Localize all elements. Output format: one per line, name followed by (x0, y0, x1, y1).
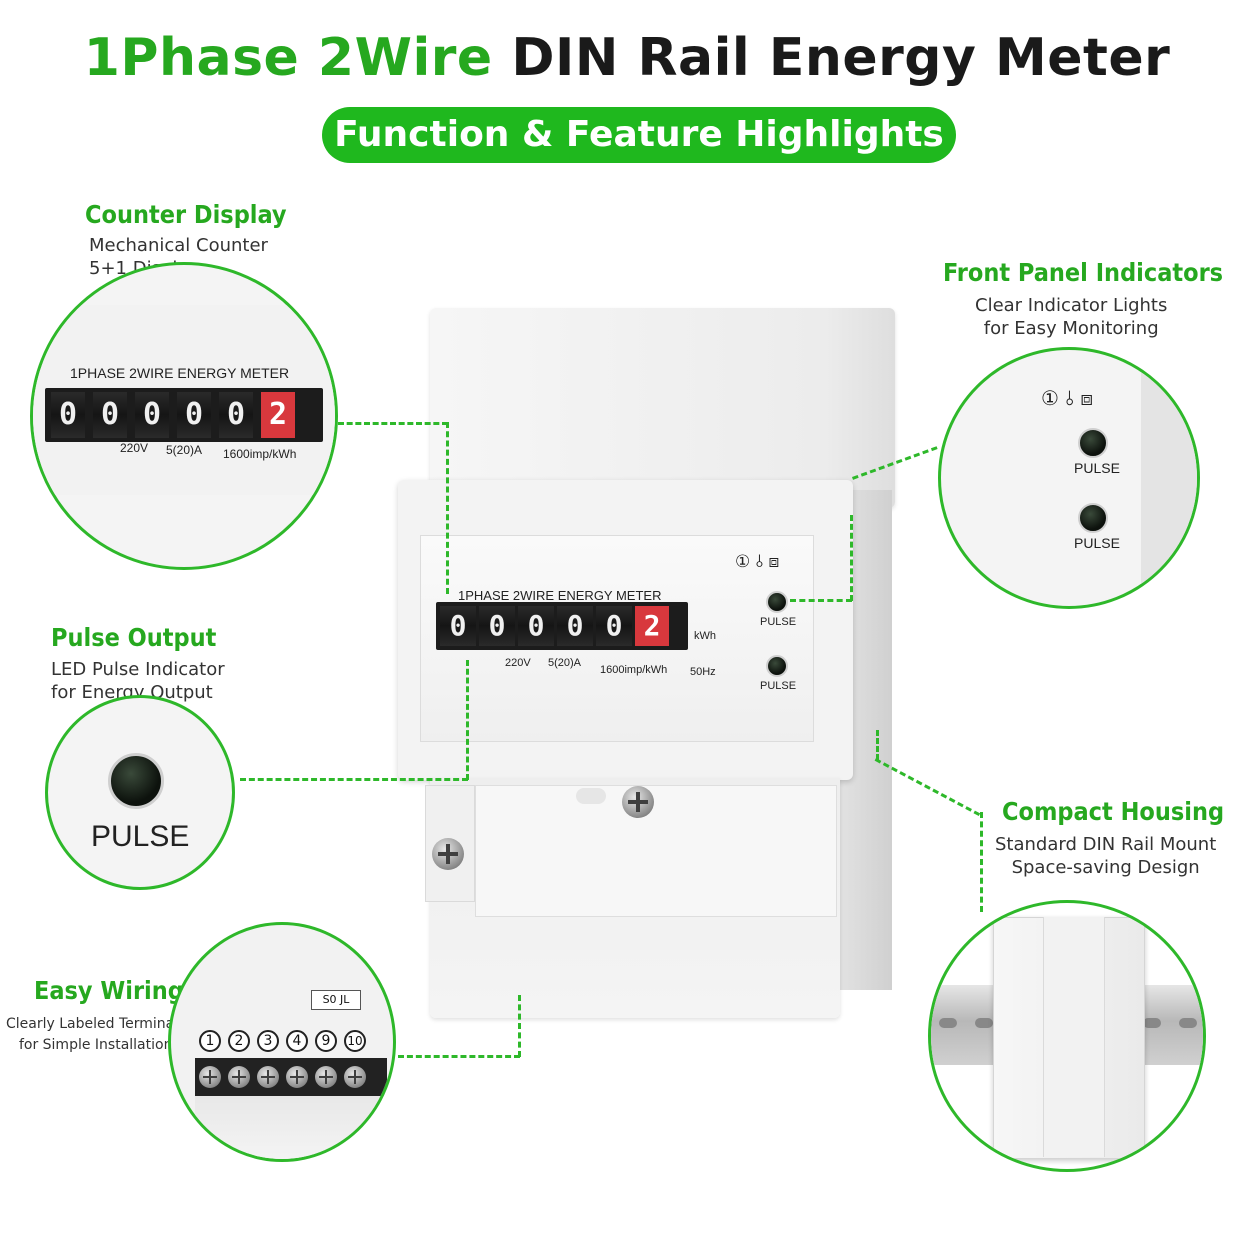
counter-feature-title: Counter Display (85, 200, 287, 229)
counter-digit: 0 (440, 606, 476, 646)
connector-counter (338, 422, 448, 425)
subtitle-pill: Function & Feature Highlights (322, 107, 956, 163)
constant-label: 1600imp/kWh (600, 664, 668, 676)
zoom-counter-decimal-digit: 2 (261, 392, 295, 438)
zoom-pulse-label: PULSE (91, 820, 190, 853)
pulse-led-1-label: PULSE (760, 616, 797, 628)
zoom-pulse-led-2 (1078, 503, 1108, 533)
page-title: 1Phase 2Wire DIN Rail Energy Meter (0, 28, 1254, 88)
housing-zoom-circle (928, 900, 1206, 1172)
pulse-feature-title: Pulse Output (51, 623, 217, 652)
connector-counter (446, 422, 449, 594)
counter-digit: 0 (596, 606, 632, 646)
terminal-label: 10 (344, 1030, 366, 1052)
frequency-label: 50Hz (690, 666, 716, 678)
connector-front-panel (790, 599, 852, 602)
connector-wiring (518, 995, 521, 1057)
model-tag: S0 JL (311, 990, 361, 1010)
din-rail-slot (975, 1018, 993, 1028)
connector-front-panel (850, 515, 853, 601)
zoom-counter: 0 0 0 0 0 2 (45, 388, 323, 442)
zoom-voltage-label: 220V (120, 441, 149, 455)
pulse-zoom-circle: PULSE (45, 695, 235, 890)
title-black-part: DIN Rail Energy Meter (511, 28, 1171, 88)
mechanical-counter: 0 0 0 0 0 2 (436, 602, 688, 650)
connector-wiring (398, 1055, 520, 1058)
din-rail-slot (939, 1018, 957, 1028)
wiring-feature-title: Easy Wiring (34, 976, 184, 1005)
cover-slot (576, 788, 606, 804)
counter-zoom-circle: 1PHASE 2WIRE ENERGY METER 0 0 0 0 0 2 22… (30, 262, 338, 570)
counter-decimal-digit: 2 (635, 606, 669, 646)
meter-top-housing (430, 308, 895, 508)
counter-digit: 0 (518, 606, 554, 646)
title-green-part: 1Phase 2Wire (83, 28, 493, 88)
connector-housing (876, 730, 879, 760)
zoom-pulse-led-2-label: PULSE (1074, 535, 1120, 551)
din-rail-slot (1143, 1018, 1161, 1028)
terminal-cover (475, 785, 837, 917)
terminal-label: 4 (286, 1030, 308, 1052)
energy-meter-product: ① ⫰ ⧈ 1PHASE 2WIRE ENERGY METER 0 0 0 0 … (398, 300, 900, 1020)
wiring-feature-desc: Clearly Labeled Terminals for Simple Ins… (6, 1016, 186, 1053)
connector-pulse (466, 660, 469, 780)
front-panel-zoom-circle: ① ⫰ ⧈ PULSE PULSE (938, 347, 1200, 609)
terminal-label: 2 (228, 1030, 250, 1052)
meter-side-step (1043, 917, 1105, 1157)
front-panel-feature-title: Front Panel Indicators (943, 258, 1224, 287)
indicator-symbols: ① ⫰ ⧈ (735, 552, 780, 572)
voltage-label: 220V (505, 657, 531, 669)
zoom-counter-digit: 0 (135, 392, 169, 438)
zoom-pulse-led-1 (1078, 428, 1108, 458)
zoom-meter-label: 1PHASE 2WIRE ENERGY METER (70, 365, 290, 381)
zoom-pulse-led-1-label: PULSE (1074, 460, 1120, 476)
terminal-block (195, 1058, 387, 1096)
terminal-label: 3 (257, 1030, 279, 1052)
connector-pulse (240, 778, 468, 781)
din-rail-slot (1179, 1018, 1197, 1028)
terminal-label: 9 (315, 1030, 337, 1052)
counter-digit: 0 (557, 606, 593, 646)
counter-digit: 0 (479, 606, 515, 646)
zoom-pulse-led (108, 753, 164, 809)
zoom-counter-digit: 0 (51, 392, 85, 438)
connector-housing (980, 812, 983, 912)
side-screw (432, 838, 464, 870)
pulse-led-2-label: PULSE (760, 680, 797, 692)
zoom-constant-label: 1600imp/kWh (223, 447, 297, 461)
front-panel-feature-desc: Clear Indicator Lights for Easy Monitori… (975, 295, 1168, 339)
housing-feature-desc: Standard DIN Rail Mount Space-saving Des… (995, 834, 1217, 878)
zoom-indicator-symbols: ① ⫰ ⧈ (1041, 386, 1094, 410)
unit-label: kWh (694, 630, 716, 642)
wiring-zoom-circle: S0 JL 1 2 3 4 9 10 (168, 922, 396, 1162)
meter-model-label: 1PHASE 2WIRE ENERGY METER (458, 588, 662, 603)
zoom-current-label: 5(20)A (166, 443, 203, 457)
zoom-counter-digit: 0 (177, 392, 211, 438)
top-screw (622, 786, 654, 818)
terminal-label: 1 (199, 1030, 221, 1052)
pulse-led-1 (766, 591, 788, 613)
current-label: 5(20)A (548, 657, 582, 669)
model-tag-text: S0 JL (322, 993, 350, 1006)
zoom-counter-digit: 0 (219, 392, 253, 438)
pulse-led-2 (766, 655, 788, 677)
terminal-labels: 1 2 3 4 9 10 (199, 1030, 389, 1052)
zoom-counter-digit: 0 (93, 392, 127, 438)
housing-feature-title: Compact Housing (1002, 797, 1225, 826)
